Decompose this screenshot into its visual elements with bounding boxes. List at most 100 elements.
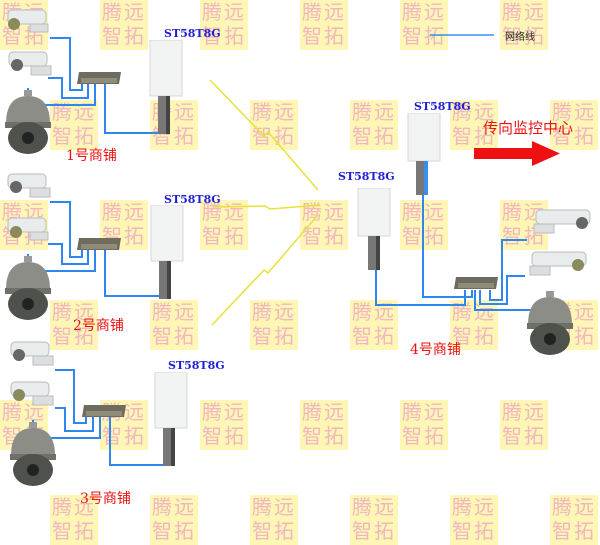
watermark-line2: 智拓 bbox=[52, 519, 96, 543]
watermark-line2: 智拓 bbox=[402, 24, 446, 48]
switch-icon bbox=[80, 404, 128, 423]
antenna-model-label-shop4-b: ST58T8G bbox=[338, 170, 395, 183]
antenna-icon bbox=[153, 371, 191, 472]
bullet-camera-icon bbox=[526, 248, 592, 292]
watermark-line1: 腾远 bbox=[552, 100, 596, 124]
watermark-line2: 智拓 bbox=[452, 519, 496, 543]
watermark-tile: 腾远智拓 bbox=[500, 0, 548, 50]
monitoring-center-label: 传向监控中心 bbox=[483, 119, 574, 137]
switch-icon bbox=[75, 237, 123, 256]
watermark-line2: 智拓 bbox=[302, 424, 346, 448]
watermark-line1: 腾远 bbox=[352, 100, 396, 124]
watermark-tile: 腾远智拓 bbox=[250, 100, 298, 150]
bullet-camera-icon bbox=[2, 170, 52, 214]
antenna-icon bbox=[149, 204, 187, 305]
bullet-camera-icon bbox=[5, 338, 55, 382]
bullet-camera-icon bbox=[5, 378, 55, 422]
watermark-line2: 智拓 bbox=[552, 519, 596, 543]
legend-label: 网络线 bbox=[505, 32, 535, 43]
wireless-link-shop2 bbox=[214, 204, 321, 210]
watermark-line1: 腾远 bbox=[502, 400, 546, 424]
watermark-line2: 智拓 bbox=[402, 424, 446, 448]
watermark-tile: 腾远智拓 bbox=[100, 200, 148, 250]
watermark-tile: 腾远智拓 bbox=[500, 400, 548, 450]
watermark-line1: 腾远 bbox=[302, 400, 346, 424]
watermark-line2: 智拓 bbox=[252, 124, 296, 148]
watermark-line2: 智拓 bbox=[252, 324, 296, 348]
antenna-model-label-shop3: ST58T8G bbox=[168, 359, 225, 372]
bullet-camera-icon bbox=[2, 2, 52, 46]
dome-camera-icon bbox=[7, 422, 59, 492]
wireless-link-shop1 bbox=[209, 79, 319, 191]
watermark-line2: 智拓 bbox=[202, 424, 246, 448]
watermark-line1: 腾远 bbox=[202, 400, 246, 424]
bullet-camera-icon bbox=[3, 48, 53, 92]
watermark-tile: 腾远智拓 bbox=[550, 100, 598, 150]
watermark-line2: 智拓 bbox=[52, 124, 96, 148]
watermark-line2: 智拓 bbox=[252, 519, 296, 543]
connections-layer bbox=[27, 34, 560, 466]
watermark-line2: 智拓 bbox=[502, 424, 546, 448]
watermark-line2: 智拓 bbox=[152, 519, 196, 543]
watermark-line2: 智拓 bbox=[452, 324, 496, 348]
watermark-line2: 智拓 bbox=[552, 124, 596, 148]
watermark-line1: 腾远 bbox=[302, 200, 346, 224]
watermark-line1: 腾远 bbox=[202, 200, 246, 224]
watermark-tile: 腾远智拓 bbox=[400, 400, 448, 450]
dome-camera-icon bbox=[524, 291, 576, 361]
watermark-line2: 智拓 bbox=[352, 324, 396, 348]
watermark-line2: 智拓 bbox=[352, 519, 396, 543]
bullet-camera-icon bbox=[2, 210, 52, 254]
watermark-line1: 腾远 bbox=[252, 300, 296, 324]
watermark-tile: 腾远智拓 bbox=[200, 200, 248, 250]
antenna-icon bbox=[148, 39, 186, 140]
arrow-icon bbox=[474, 141, 560, 166]
watermark-line1: 腾远 bbox=[102, 200, 146, 224]
watermark-tile: 腾远智拓 bbox=[300, 400, 348, 450]
watermark-line2: 智拓 bbox=[302, 24, 346, 48]
watermark-tile: 腾远智拓 bbox=[50, 300, 98, 350]
shop-label-1: 1号商铺 bbox=[66, 148, 117, 164]
dome-camera-icon bbox=[2, 256, 54, 326]
watermark-tile: 腾远智拓 bbox=[350, 100, 398, 150]
dome-camera-icon bbox=[2, 90, 54, 160]
watermark-line2: 智拓 bbox=[102, 24, 146, 48]
switch-icon bbox=[75, 71, 123, 90]
watermark-tile: 腾远智拓 bbox=[50, 100, 98, 150]
shop-label-2: 2号商铺 bbox=[73, 318, 124, 334]
watermark-tile: 腾远智拓 bbox=[200, 400, 248, 450]
watermark-line2: 智拓 bbox=[52, 324, 96, 348]
watermark-line2: 智拓 bbox=[302, 224, 346, 248]
antenna-model-label-shop4-a: ST58T8G bbox=[414, 100, 471, 113]
watermark-line1: 腾远 bbox=[152, 300, 196, 324]
antenna-icon bbox=[406, 112, 444, 201]
antenna-icon bbox=[356, 187, 394, 276]
watermark-tile: 腾远智拓 bbox=[450, 100, 498, 150]
shop-label-3: 3号商铺 bbox=[80, 491, 131, 507]
watermark-line1: 腾远 bbox=[252, 100, 296, 124]
antenna-model-label-shop1: ST58T8G bbox=[164, 27, 221, 40]
watermark-line2: 智拓 bbox=[202, 224, 246, 248]
wireless-link-shop3 bbox=[211, 214, 319, 326]
shop-label-4: 4号商铺 bbox=[410, 342, 461, 358]
watermark-line2: 智拓 bbox=[202, 24, 246, 48]
watermark-line1: 腾远 bbox=[202, 0, 246, 24]
watermark-tile: 腾远智拓 bbox=[300, 200, 348, 250]
watermark-line2: 智拓 bbox=[502, 24, 546, 48]
watermark-line1: 腾远 bbox=[452, 100, 496, 124]
watermark-line1: 腾远 bbox=[502, 0, 546, 24]
watermark-tile: 腾远智拓 bbox=[200, 0, 248, 50]
watermark-line1: 腾远 bbox=[52, 300, 96, 324]
watermark-line1: 腾远 bbox=[102, 0, 146, 24]
watermark-tile: 腾远智拓 bbox=[350, 300, 398, 350]
watermark-tile: 腾远智拓 bbox=[250, 300, 298, 350]
watermark-tile: 腾远智拓 bbox=[150, 300, 198, 350]
watermark-line1: 腾远 bbox=[402, 400, 446, 424]
switch-icon bbox=[452, 276, 500, 295]
watermark-line2: 智拓 bbox=[452, 124, 496, 148]
watermark-line2: 智拓 bbox=[152, 324, 196, 348]
watermark-line1: 腾远 bbox=[302, 0, 346, 24]
watermark-line1: 腾远 bbox=[402, 0, 446, 24]
bullet-camera-icon bbox=[530, 206, 596, 250]
